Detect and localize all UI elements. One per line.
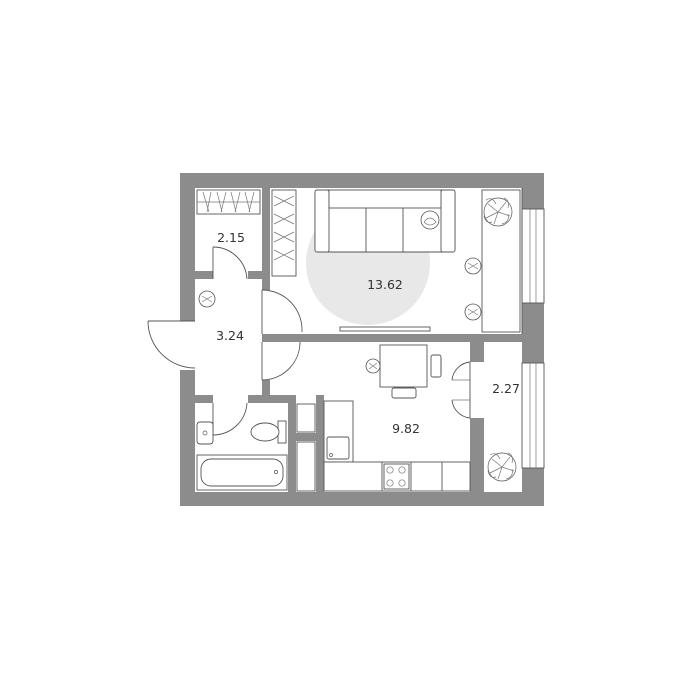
living-room-door xyxy=(261,289,303,334)
area-label-balcony: 2.27 xyxy=(492,381,520,396)
sofa xyxy=(314,189,456,253)
walls xyxy=(180,173,544,506)
area-label-living-room: 13.62 xyxy=(367,277,403,292)
wall-wardrobe-stub-left xyxy=(195,271,213,279)
chair-icon xyxy=(365,358,381,374)
stove-icon xyxy=(383,463,410,490)
chair-icon xyxy=(391,387,417,399)
dining-table xyxy=(379,344,428,388)
area-label-wardrobe: 2.15 xyxy=(217,230,245,245)
wardrobe-door xyxy=(212,246,248,280)
area-label-kitchen: 9.82 xyxy=(392,421,420,436)
wall-bath-right xyxy=(288,395,296,492)
wall-wardrobe-living xyxy=(262,188,270,290)
pet-icon xyxy=(420,210,440,230)
chair-icon xyxy=(464,257,482,275)
bathroom-door xyxy=(212,402,248,436)
window-living xyxy=(521,208,545,304)
wall-right-bottom xyxy=(522,468,544,506)
chair-icon xyxy=(464,303,482,321)
wall-bath-stub-left xyxy=(195,395,213,403)
plant-icon xyxy=(487,452,517,482)
wall-living-kitchen xyxy=(262,334,522,342)
wall-shaft-mid xyxy=(296,433,316,441)
wall-shaft-right xyxy=(316,395,324,492)
rug-edge xyxy=(339,326,431,332)
toilet xyxy=(250,420,287,444)
wardrobe-rack xyxy=(196,189,261,215)
wall-right-top xyxy=(522,173,544,209)
bathtub xyxy=(196,454,288,491)
chair-icon xyxy=(430,354,442,378)
wall-hall-stub xyxy=(262,380,270,403)
bathroom-sink xyxy=(196,421,214,445)
shelving-unit xyxy=(271,189,297,277)
wall-top xyxy=(180,173,544,188)
wall-bottom xyxy=(180,492,544,506)
wall-left-upper xyxy=(180,173,195,321)
shaft-upper xyxy=(296,403,316,433)
shaft-lower xyxy=(296,441,316,492)
hallway-fixture-icon xyxy=(198,290,216,308)
wall-balcony-corner xyxy=(470,334,484,362)
wall-kitchen-balcony xyxy=(470,418,484,492)
wall-right-mid xyxy=(522,303,544,363)
balcony-door xyxy=(451,361,471,419)
kitchen-door xyxy=(261,341,301,381)
window-balcony xyxy=(521,362,545,469)
wall-left-lower xyxy=(180,370,195,506)
area-label-hallway: 3.24 xyxy=(216,328,244,343)
plant-icon xyxy=(483,197,513,227)
wall-wardrobe-stub-right xyxy=(248,271,270,279)
entry-door xyxy=(147,320,196,369)
kitchen-sink xyxy=(326,436,350,460)
